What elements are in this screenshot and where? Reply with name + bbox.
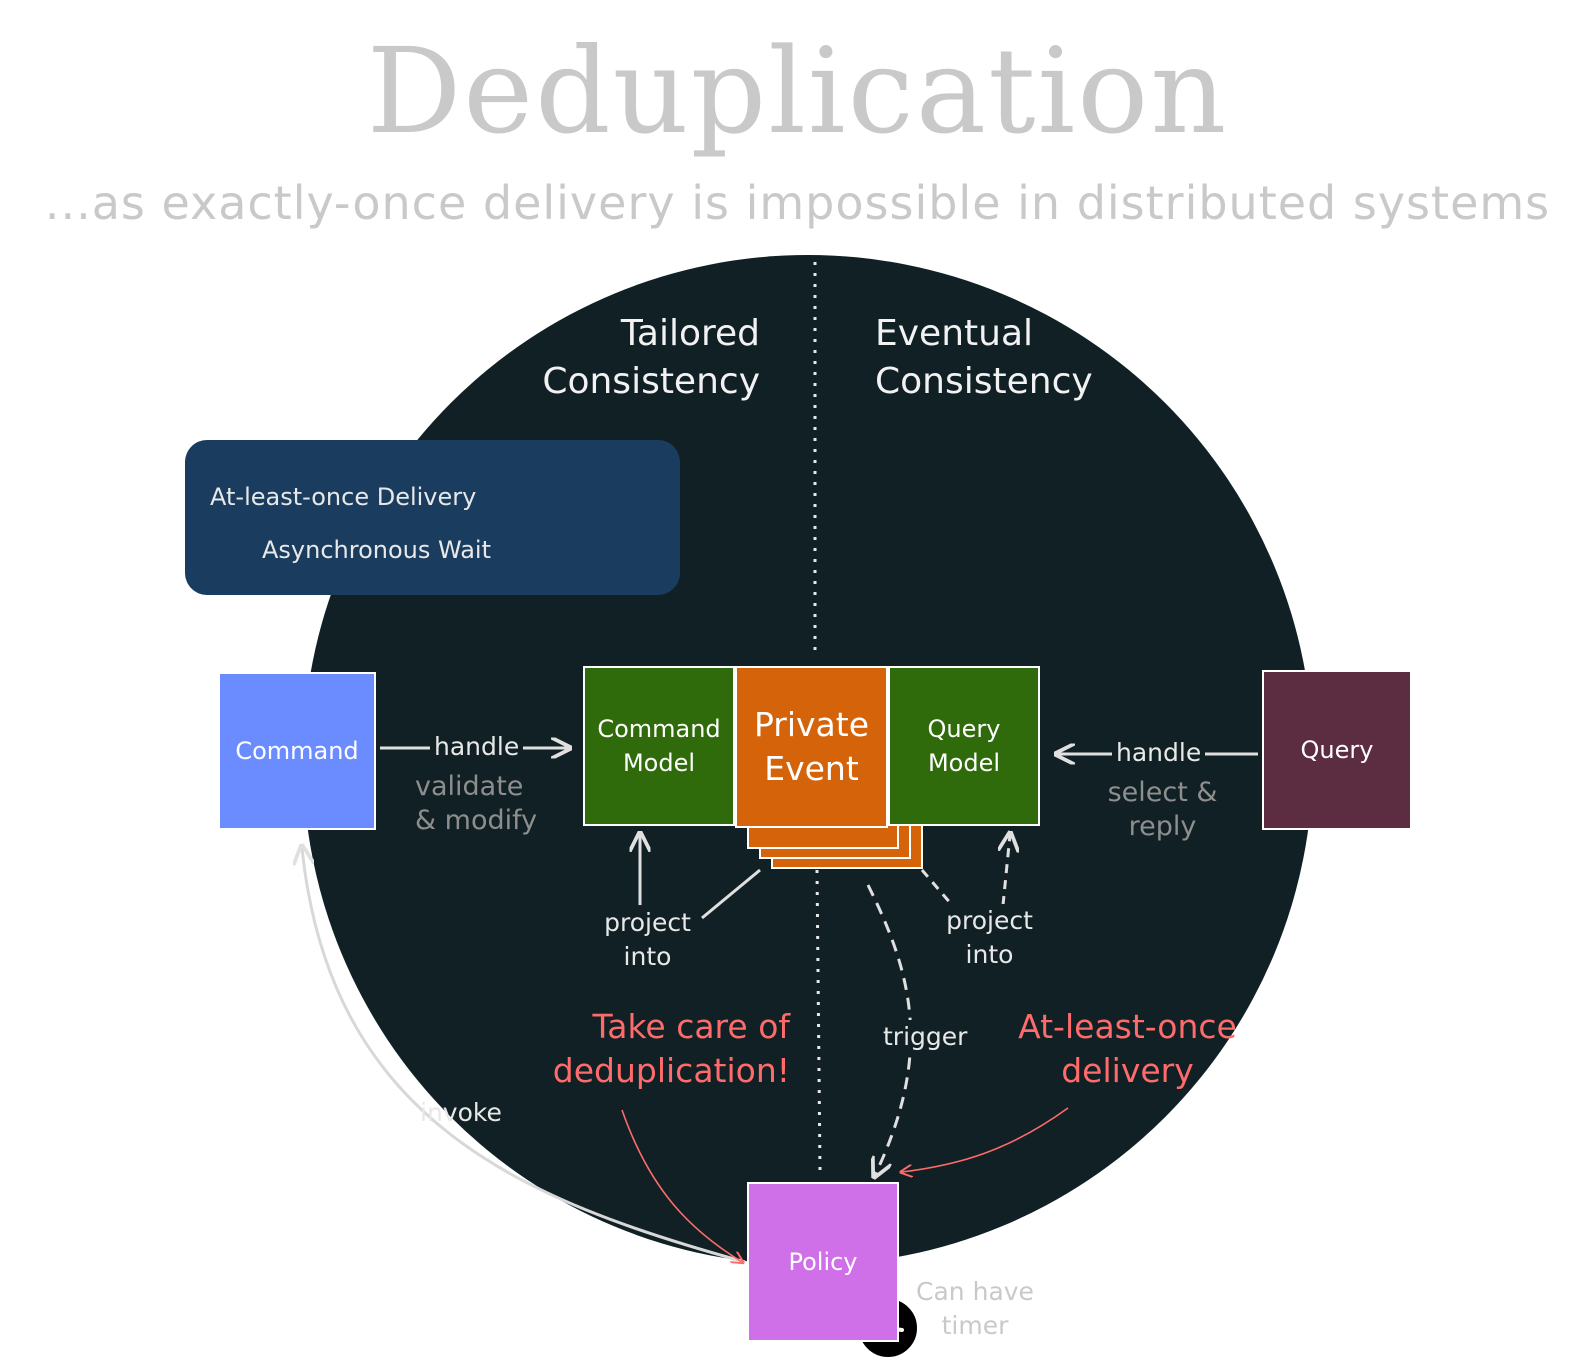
- page-title: Deduplication: [366, 22, 1229, 160]
- policy-label: Policy: [788, 1248, 858, 1276]
- page-subtitle: ...as exactly-once delivery is impossibl…: [44, 176, 1551, 230]
- query-label: Query: [1300, 736, 1374, 764]
- private-event-box[interactable]: Private Event: [735, 666, 888, 828]
- section-tailored-consistency: Tailored Consistency: [542, 313, 760, 402]
- invoke-label: invoke: [420, 1098, 502, 1127]
- private-event-label: Private Event: [753, 705, 870, 788]
- section-eventual-consistency: Eventual Consistency: [875, 313, 1093, 402]
- query-model-box[interactable]: Query Model: [888, 666, 1040, 826]
- project-into-line-right: [920, 869, 954, 906]
- validate-modify-label: validate & modify: [415, 771, 538, 836]
- handle-label-right: handle: [1112, 736, 1206, 770]
- select-reply-label: select & reply: [1107, 777, 1218, 842]
- command-box[interactable]: Command: [218, 672, 376, 830]
- project-into-arrow-right: [1003, 835, 1010, 906]
- command-model-label: Command Model: [597, 715, 721, 777]
- invoke-arrow: [302, 848, 746, 1264]
- at-least-once-callout: At-least-once delivery: [1018, 1007, 1237, 1090]
- legend-async-wait-label: Asynchronous Wait: [262, 536, 491, 564]
- query-model-label: Query Model: [927, 715, 1001, 777]
- command-model-box[interactable]: Command Model: [583, 666, 735, 826]
- legend-at-least-once-label: At-least-once Delivery: [210, 483, 477, 511]
- project-into-label-left: project into: [600, 906, 695, 974]
- query-box[interactable]: Query: [1262, 670, 1412, 830]
- legend-panel: [185, 440, 680, 595]
- dedup-callout: Take care of deduplication!: [552, 1007, 790, 1090]
- policy-box[interactable]: Policy: [747, 1182, 899, 1342]
- dedup-callout-arrow: [621, 1109, 742, 1262]
- trigger-label: trigger: [880, 1020, 971, 1054]
- handle-label-left: handle: [430, 730, 524, 764]
- at-least-once-callout-arrow: [902, 1107, 1069, 1172]
- command-label: Command: [235, 737, 359, 765]
- project-into-line-left: [701, 868, 761, 920]
- project-into-label-right: project into: [942, 904, 1037, 972]
- can-have-timer-label: Can have timer: [916, 1277, 1034, 1340]
